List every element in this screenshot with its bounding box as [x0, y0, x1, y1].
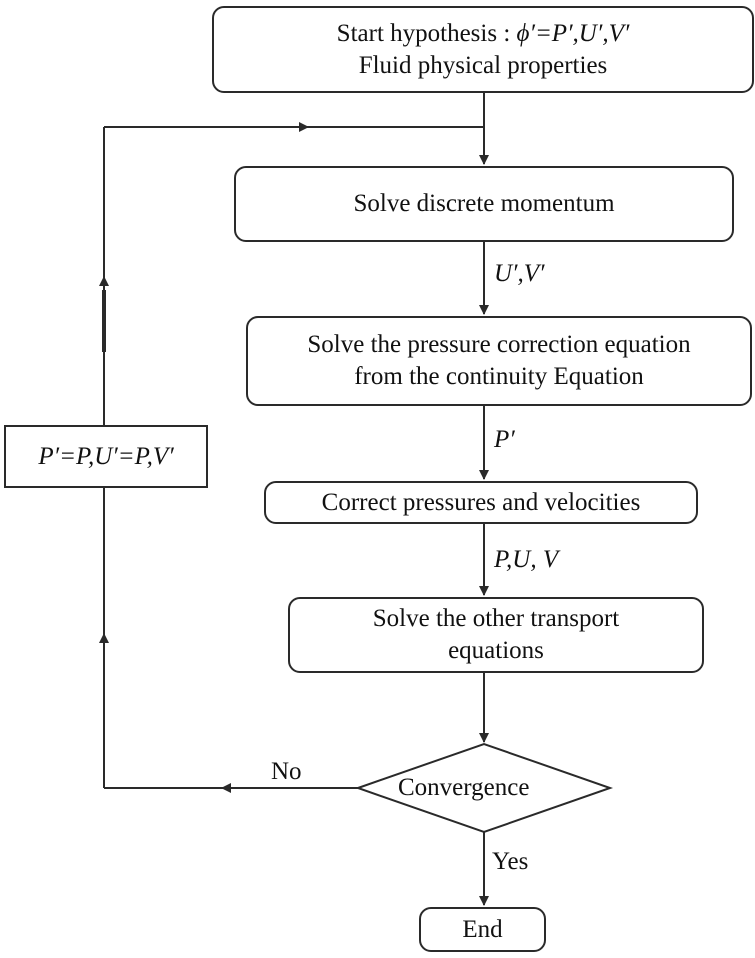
momentum-node: Solve discrete momentum: [234, 166, 734, 242]
correct-node: Correct pressures and velocities: [264, 481, 698, 524]
transport-line2: equations: [448, 637, 544, 664]
start-properties-label: Fluid physical properties: [358, 51, 608, 79]
pressure-correction-node: Solve the pressure correction equation f…: [246, 316, 752, 406]
edge-label-no: No: [271, 758, 302, 785]
end-label: End: [462, 915, 503, 943]
start-hypothesis-formula: ϕ′=P′,U′,V′: [516, 19, 630, 47]
start-node: Start hypothesis : ϕ′=P′,U′,V′ Fluid phy…: [212, 6, 754, 93]
update-formula: P′=P,U′=P,V′: [38, 442, 174, 470]
update-node: P′=P,U′=P,V′: [4, 425, 208, 488]
convergence-label: Convergence: [398, 774, 530, 801]
pressure-correction-line1: Solve the pressure correction equation: [307, 331, 691, 358]
edge-label-p-u-v: P,U, V: [494, 546, 559, 573]
pressure-correction-line2: from the continuity Equation: [354, 363, 644, 390]
end-node: End: [419, 907, 546, 952]
edge-label-yes: Yes: [492, 848, 529, 875]
correct-label: Correct pressures and velocities: [321, 488, 641, 516]
transport-node: Solve the other transport equations: [288, 597, 704, 673]
edge-label-u-v-prime: U′,V′: [494, 260, 545, 287]
start-hypothesis-label: Start hypothesis :: [336, 19, 517, 47]
convergence-diamond: [354, 742, 614, 834]
transport-line1: Solve the other transport: [372, 605, 620, 632]
edge-label-p-prime: P′: [494, 426, 515, 453]
momentum-label: Solve discrete momentum: [353, 190, 615, 217]
